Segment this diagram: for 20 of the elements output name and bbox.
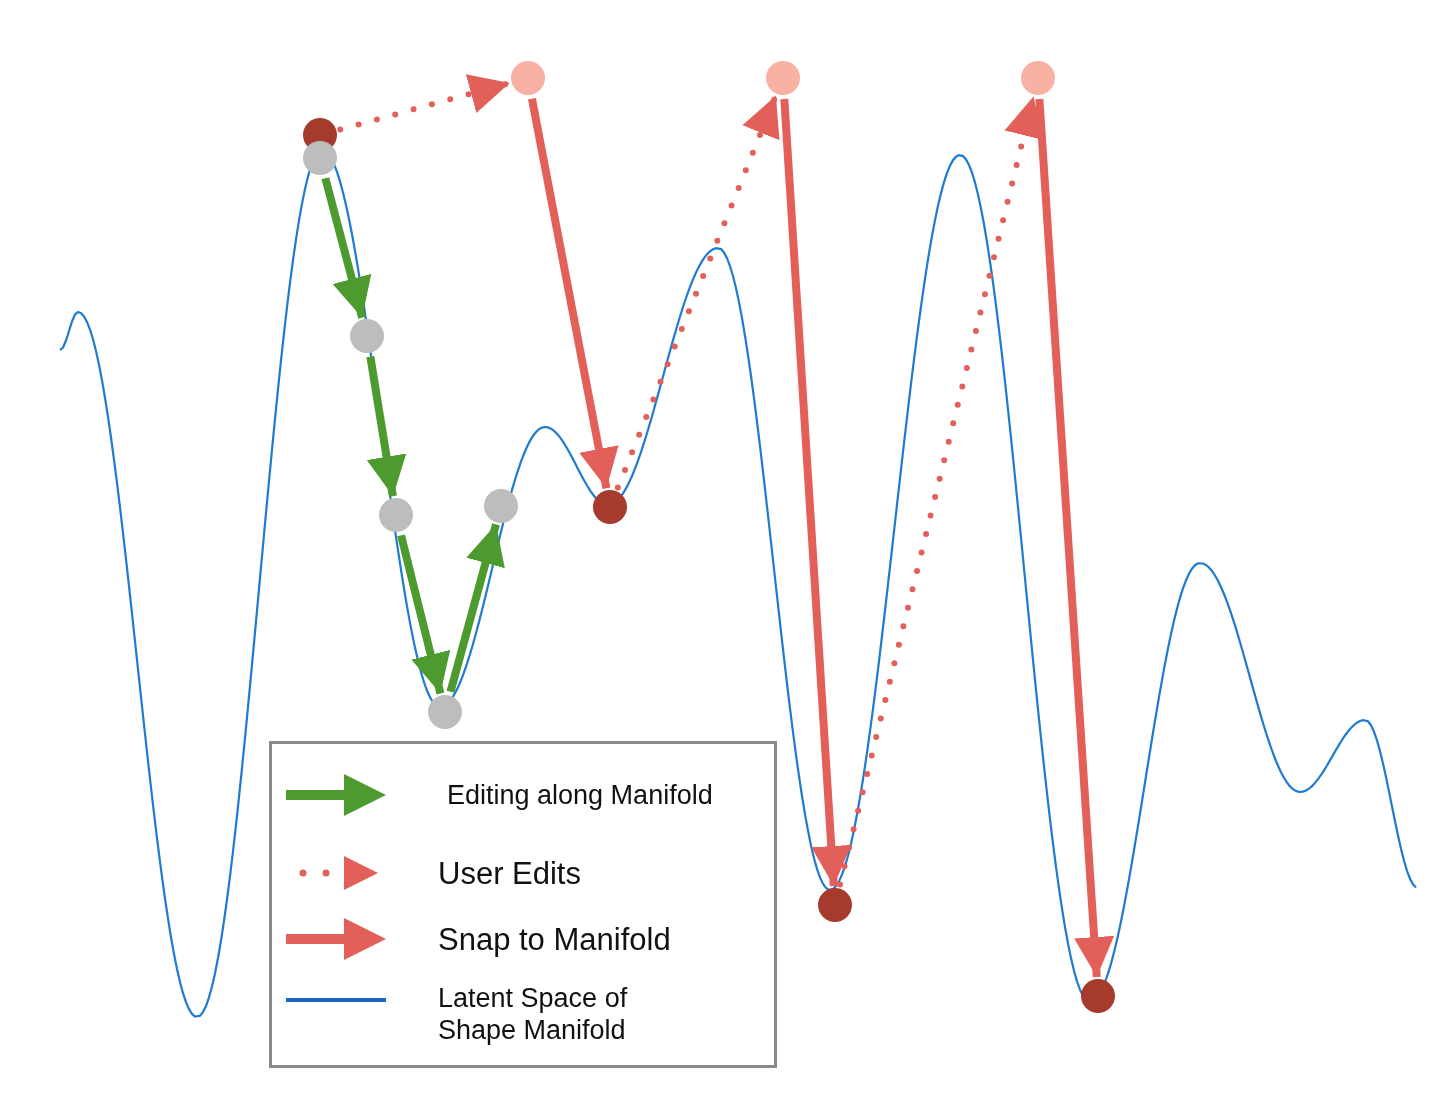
arrow	[321, 177, 372, 319]
point-marker	[766, 61, 800, 95]
legend-label: Latent Space of Shape Manifold	[438, 982, 629, 1047]
arrow	[1035, 98, 1115, 978]
arrow	[446, 523, 505, 693]
point-marker	[484, 489, 518, 523]
arrow	[397, 534, 451, 695]
point-marker	[350, 319, 384, 353]
point-marker	[593, 490, 627, 524]
point-marker	[511, 61, 545, 95]
arrow	[528, 97, 619, 490]
point-marker	[428, 695, 462, 729]
point-marker	[379, 498, 413, 532]
legend-label: User Edits	[438, 854, 582, 892]
legend-label: Editing along Manifold	[447, 779, 714, 812]
point-marker	[818, 888, 852, 922]
point-marker	[303, 141, 337, 175]
point-marker	[1021, 61, 1055, 95]
legend-label: Snap to Manifold	[438, 920, 672, 958]
point-marker	[1081, 979, 1115, 1013]
